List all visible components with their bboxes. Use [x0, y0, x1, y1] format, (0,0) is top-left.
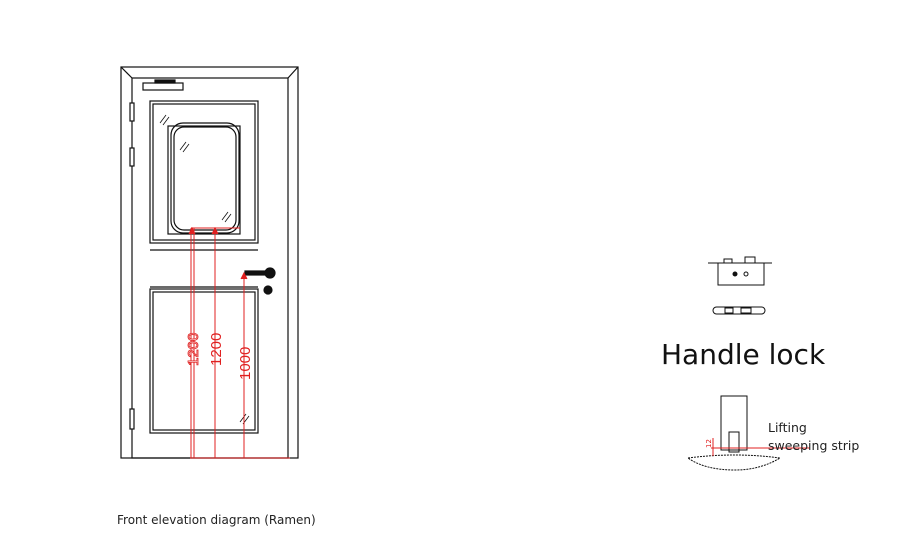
- door-closer: [142, 79, 184, 91]
- sweeping-strip-icon: 12: [686, 395, 810, 471]
- hinges: [129, 102, 135, 430]
- diagram-caption: Front elevation diagram (Ramen): [117, 513, 316, 527]
- dimension-labels: 1200 1200 1000: [185, 332, 254, 380]
- dimension-label: 1200: [185, 333, 202, 366]
- sweeping-strip-label: Lifting sweeping strip: [768, 419, 859, 455]
- strip-label-line2: sweeping strip: [768, 438, 860, 453]
- dimension-lines: [188, 226, 290, 459]
- middle-rail: [150, 249, 258, 288]
- window-panel: [149, 100, 259, 244]
- strike-plate-icon: [712, 306, 766, 315]
- lock-body-icon: [708, 256, 772, 286]
- lower-panel: [149, 288, 259, 434]
- handle-lock-title: Handle lock: [661, 338, 826, 371]
- dimension-label: 1000: [237, 347, 254, 380]
- strip-dimension: 12: [705, 439, 713, 448]
- strip-label-line1: Lifting: [768, 420, 807, 435]
- door-handle: [244, 267, 276, 295]
- dimension-label: 1200: [208, 333, 225, 366]
